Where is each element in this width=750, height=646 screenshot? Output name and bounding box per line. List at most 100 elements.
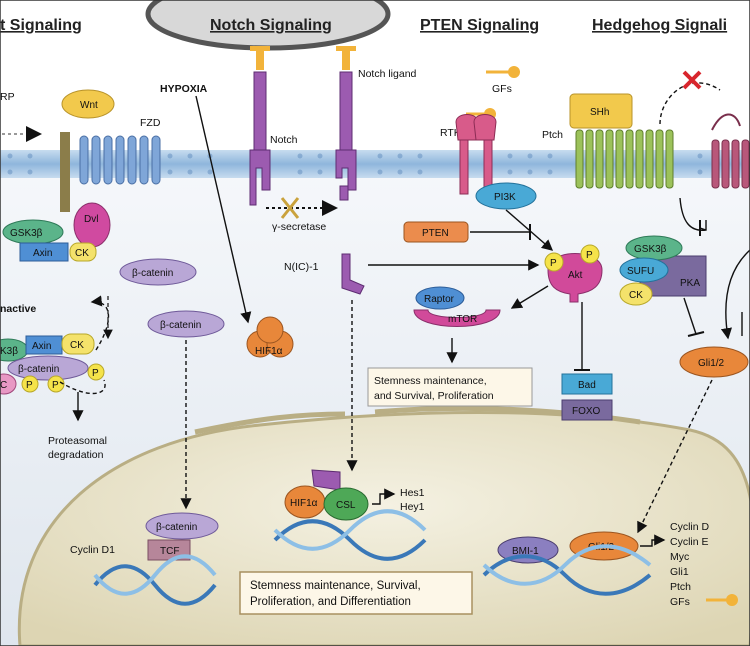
ck-label: CK	[75, 248, 89, 259]
notch-ligand-shape	[250, 46, 356, 70]
bcatenin-nucleus-label: β-catenin	[156, 522, 197, 533]
target-gene: Ptch	[670, 581, 691, 593]
lrp-label: RP	[0, 91, 15, 103]
hif1a-cyto	[246, 316, 294, 358]
gamma-secretase-label: γ-secretase	[272, 221, 326, 233]
bcatenin-inactive	[7, 355, 89, 381]
target-gene: Gli1	[670, 566, 689, 578]
hh-target-list: Cyclin D Cyclin E Myc Gli1 Ptch GFs	[670, 521, 710, 608]
csl-factor	[323, 487, 369, 521]
cell-membrane	[0, 150, 750, 178]
dvl-protein	[73, 202, 111, 248]
pka-label: PKA	[680, 278, 700, 289]
p-label: P	[92, 368, 99, 379]
notch-receptor-1	[249, 71, 271, 206]
cycle-arrow	[90, 295, 110, 351]
bad-label: Bad	[578, 380, 596, 391]
akt-phospho-1	[544, 252, 564, 272]
ptch-label: Ptch	[542, 129, 563, 141]
notch-ligand-label: Notch ligand	[358, 68, 417, 80]
nucleus-stemness-line2: Proliferation, and Differentiation	[250, 596, 411, 608]
header-hedgehog: Hedgehog Signali	[592, 17, 727, 34]
axin-inactive-label: Axin	[32, 341, 51, 352]
sufu-protein	[619, 257, 669, 283]
membrane-dots	[7, 153, 703, 175]
nic-fragment	[341, 253, 365, 295]
ck-inactive-label: CK	[70, 340, 84, 351]
ptch-smo-dash	[659, 82, 721, 125]
hypoxia-label: HYPOXIA	[160, 83, 208, 95]
transcription-arrow	[372, 488, 396, 505]
gli-cyto	[679, 346, 749, 378]
smo-loop	[711, 113, 741, 131]
wnt-ligand	[61, 89, 115, 119]
ck-hh-label: CK	[629, 290, 643, 301]
fzd-receptor	[79, 135, 161, 185]
wnt-label: Wnt	[80, 100, 98, 111]
bcatenin-cytoplasm-label: β-catenin	[160, 320, 201, 331]
inactive-label: nactive	[0, 303, 36, 315]
rtk-receptor	[455, 114, 497, 195]
bmi1-label: BMI-1	[512, 546, 539, 557]
gli-transcription-arrow	[640, 534, 666, 547]
akt-p-label: P	[586, 250, 593, 261]
block-x-icon	[682, 70, 702, 90]
header-notch: Notch Signaling	[210, 17, 332, 34]
mtor-protein	[413, 309, 501, 327]
target-gene: Myc	[670, 551, 689, 563]
dna-helix-wnt	[93, 554, 217, 606]
smo-gli-arrow	[720, 249, 750, 340]
hif1a-cyto-label: HIF1α	[255, 346, 283, 357]
target-gene: Cyclin E	[670, 536, 709, 548]
nucleus	[17, 411, 750, 646]
pi3k-label: PI3K	[494, 192, 516, 203]
foxo-protein	[561, 399, 613, 421]
dna-helix-hh	[482, 544, 652, 596]
bcatenin-cytoplasm	[147, 310, 225, 338]
p-label: P	[52, 380, 59, 391]
header-wnt: t Signaling	[0, 17, 82, 34]
cycle-arrow-lower	[59, 379, 106, 395]
target-gene: GFs	[670, 596, 690, 608]
sufu-label: SUFU	[627, 266, 654, 277]
ck-active	[69, 242, 97, 262]
header-pten: PTEN Signaling	[420, 17, 539, 34]
ptch-receptor	[575, 129, 674, 189]
axin-label: Axin	[33, 248, 52, 259]
proteasomal-label: Proteasomal	[48, 435, 107, 447]
nucleus-stemness-line1: Stemness maintenance, Survival,	[250, 580, 421, 592]
target-gene: Cyclin D	[670, 521, 710, 533]
scissors-icon	[280, 197, 300, 219]
axin-active	[19, 242, 69, 262]
akt-phospho-2	[580, 244, 600, 264]
gli-cyto-label: Gli1/2	[698, 358, 725, 369]
lrp-receptor	[60, 132, 70, 212]
mtor-label: mTOR	[448, 314, 477, 325]
akt-label: Akt	[568, 270, 583, 281]
ck-inactive	[61, 333, 95, 355]
complex-inhibit-bar	[687, 331, 705, 337]
bcatenin-inactive-label: β-catenin	[18, 364, 59, 375]
nuclear-envelope-segment	[194, 411, 346, 435]
smo-receptor	[711, 139, 750, 189]
dvl-label: Dvl	[84, 214, 98, 225]
csl-label: CSL	[336, 500, 356, 511]
pi3k-protein	[475, 182, 537, 210]
akt-p-label: P	[550, 258, 557, 269]
gli-nuclear-arrow	[637, 379, 713, 534]
gsk3b-label: GSK3β	[10, 228, 43, 239]
pten-protein	[403, 221, 469, 243]
gsk3b-inactive-label: K3β	[0, 346, 18, 357]
stemness-line2: and Survival, Proliferation	[374, 390, 494, 402]
notch-label: Notch	[270, 134, 298, 146]
stemness-line1: Stemness maintenance,	[374, 375, 487, 387]
raptor-protein	[415, 286, 465, 310]
cyclin-d1-label: Cyclin D1	[70, 544, 115, 556]
shh-label: SHh	[590, 107, 609, 118]
ck-hh	[619, 282, 653, 306]
apc-protein	[0, 373, 17, 395]
gf-icon	[726, 594, 738, 606]
raptor-label: Raptor	[424, 294, 455, 305]
